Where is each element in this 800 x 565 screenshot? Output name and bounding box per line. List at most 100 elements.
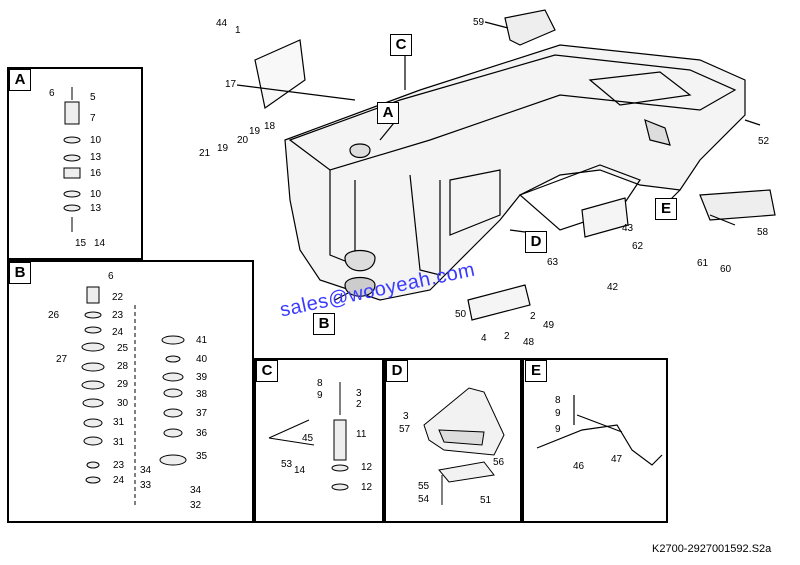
figure-code: K2700-2927001592.S2a <box>652 543 772 555</box>
callout-62: 62 <box>632 241 644 252</box>
panel-b-25: 25 <box>117 343 129 354</box>
panel-a-14: 14 <box>94 238 106 249</box>
panel-b-title: B <box>9 262 31 284</box>
panel-b-26: 26 <box>48 310 60 321</box>
callout-63: 63 <box>547 257 559 268</box>
panel-b-30: 30 <box>117 398 129 409</box>
callout-18: 18 <box>264 121 276 132</box>
panel-a-15: 15 <box>75 238 87 249</box>
view-callout-d: D <box>525 231 547 253</box>
panel-b-38: 38 <box>196 389 208 400</box>
panel-c-12: 12 <box>361 462 373 473</box>
panel-c-3: 3 <box>356 388 362 399</box>
detail-panel-b <box>7 260 254 523</box>
callout-19b: 19 <box>217 143 229 154</box>
panel-b-stack-drawing <box>81 286 187 505</box>
panel-b-36: 36 <box>196 428 208 439</box>
callout-42: 42 <box>607 282 619 293</box>
panel-c-14: 14 <box>294 465 306 476</box>
panel-b-28: 28 <box>117 361 129 372</box>
detail-panel-d <box>384 358 522 523</box>
panel-b-6: 6 <box>108 271 114 282</box>
callout-1: 1 <box>235 25 241 36</box>
view-callout-a: A <box>377 102 399 124</box>
view-callout-e: E <box>655 198 677 220</box>
panel-d-57: 57 <box>399 424 411 435</box>
detail-panel-a <box>7 67 143 260</box>
panel-d-56: 56 <box>493 457 505 468</box>
callout-50: 50 <box>455 309 467 320</box>
panel-b-32: 32 <box>190 500 202 511</box>
callout-58: 58 <box>757 227 769 238</box>
detail-panel-e <box>522 358 668 523</box>
panel-a-7: 7 <box>90 113 96 124</box>
panel-c-9: 9 <box>317 390 323 401</box>
panel-b-24: 24 <box>112 327 124 338</box>
panel-b-34b: 34 <box>190 485 202 496</box>
callout-2b: 2 <box>504 331 510 342</box>
callout-2: 2 <box>530 311 536 322</box>
panel-c-45: 45 <box>302 433 314 444</box>
view-callout-b: B <box>313 313 335 335</box>
panel-b-31b: 31 <box>113 437 125 448</box>
panel-c-12b: 12 <box>361 482 373 493</box>
panel-e-drawing <box>536 395 663 466</box>
panel-c-2: 2 <box>356 399 362 410</box>
callout-60: 60 <box>720 264 732 275</box>
detail-panel-c <box>254 358 384 523</box>
panel-e-47: 47 <box>611 454 623 465</box>
panel-c-11: 11 <box>356 429 367 440</box>
panel-b-37: 37 <box>196 408 208 419</box>
panel-c-8: 8 <box>317 378 323 389</box>
panel-b-35: 35 <box>196 451 208 462</box>
callout-48: 48 <box>523 337 535 348</box>
panel-c-drawing <box>268 382 349 491</box>
panel-d-51: 51 <box>480 495 492 506</box>
callout-21: 21 <box>199 148 211 159</box>
panel-a-10: 10 <box>90 135 102 146</box>
panel-e-8: 8 <box>555 395 561 406</box>
callout-17: 17 <box>225 79 237 90</box>
panel-a-13: 13 <box>90 152 102 163</box>
panel-b-29: 29 <box>117 379 129 390</box>
panel-e-title: E <box>525 360 547 382</box>
panel-b-40: 40 <box>196 354 208 365</box>
callout-61: 61 <box>697 258 709 269</box>
panel-b-27: 27 <box>56 354 68 365</box>
panel-b-39: 39 <box>196 372 208 383</box>
callout-43: 43 <box>622 223 634 234</box>
callout-4: 4 <box>481 333 487 344</box>
panel-d-drawing <box>423 387 505 505</box>
panel-a-13b: 13 <box>90 203 102 214</box>
panel-b-24b: 24 <box>113 475 125 486</box>
panel-b-23: 23 <box>112 310 124 321</box>
panel-d-55: 55 <box>418 481 430 492</box>
callout-49: 49 <box>543 320 555 331</box>
callout-20: 20 <box>237 135 249 146</box>
panel-d-3: 3 <box>403 411 409 422</box>
panel-a-title: A <box>9 69 31 91</box>
panel-b-31: 31 <box>113 417 125 428</box>
callout-19: 19 <box>249 126 261 137</box>
panel-d-title: D <box>386 360 408 382</box>
panel-b-34: 34 <box>140 465 152 476</box>
panel-b-41: 41 <box>196 335 208 346</box>
view-callout-c: C <box>390 34 412 56</box>
panel-e-9b: 9 <box>555 424 561 435</box>
callout-59: 59 <box>473 17 485 28</box>
panel-e-9: 9 <box>555 408 561 419</box>
callout-44: 44 <box>216 18 228 29</box>
panel-a-stack-drawing <box>63 87 81 232</box>
panel-a-10b: 10 <box>90 189 102 200</box>
panel-b-22: 22 <box>112 292 124 303</box>
panel-e-46: 46 <box>573 461 585 472</box>
panel-b-23b: 23 <box>113 460 125 471</box>
panel-d-54: 54 <box>418 494 430 505</box>
panel-a-5: 5 <box>90 92 96 103</box>
panel-c-53: 53 <box>281 459 293 470</box>
callout-52: 52 <box>758 136 770 147</box>
panel-a-6: 6 <box>49 88 55 99</box>
panel-b-33: 33 <box>140 480 152 491</box>
